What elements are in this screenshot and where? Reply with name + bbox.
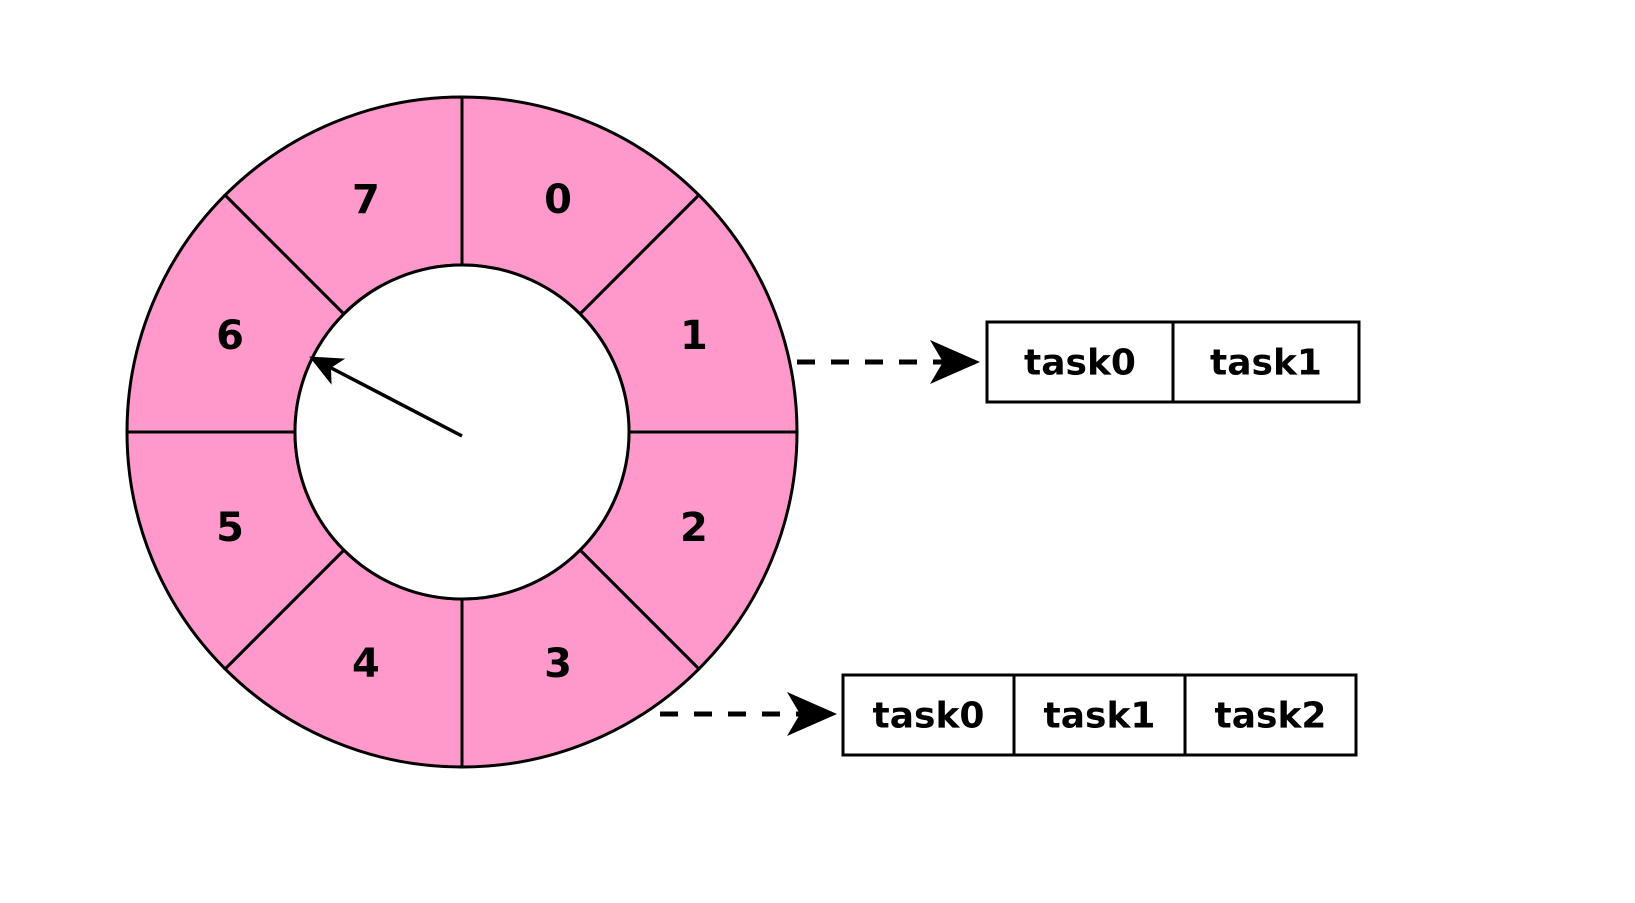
wheel-slot-label-3: 3 <box>544 641 572 687</box>
task-list-slot3: task0 task1 task2 <box>841 673 1358 757</box>
wheel-hand <box>309 356 463 438</box>
wheel-hand-pointer <box>309 356 463 438</box>
task-lists: task0 task1 task0 task1 task2 <box>841 320 1361 757</box>
task-cell[interactable] <box>985 320 1175 404</box>
task-cell[interactable] <box>841 673 1016 757</box>
wheel-slot-label-5: 5 <box>216 505 244 551</box>
task-cell-label: task0 <box>873 696 985 737</box>
task-cell[interactable] <box>1171 320 1361 404</box>
task-cell-label: task2 <box>1215 696 1327 737</box>
task-cell-label: task0 <box>1024 343 1136 384</box>
task-cell[interactable] <box>1012 673 1187 757</box>
task-cell-label: task1 <box>1044 696 1156 737</box>
wheel-slot-label-4: 4 <box>352 641 380 687</box>
task-list-slot1: task0 task1 <box>985 320 1361 404</box>
connectors <box>660 340 980 736</box>
wheel-slot-label-0: 0 <box>544 177 572 223</box>
wheel-slot-label-7: 7 <box>352 177 380 223</box>
wheel-slot-label-2: 2 <box>680 505 708 551</box>
task-cell-label: task1 <box>1210 343 1322 384</box>
wheel-slot-label-1: 1 <box>680 313 708 359</box>
wheel-hub <box>293 263 631 601</box>
task-cell[interactable] <box>1183 673 1358 757</box>
wheel-slot-label-6: 6 <box>216 313 244 359</box>
timer-wheel: 0 1 2 3 4 5 6 7 <box>125 95 799 769</box>
